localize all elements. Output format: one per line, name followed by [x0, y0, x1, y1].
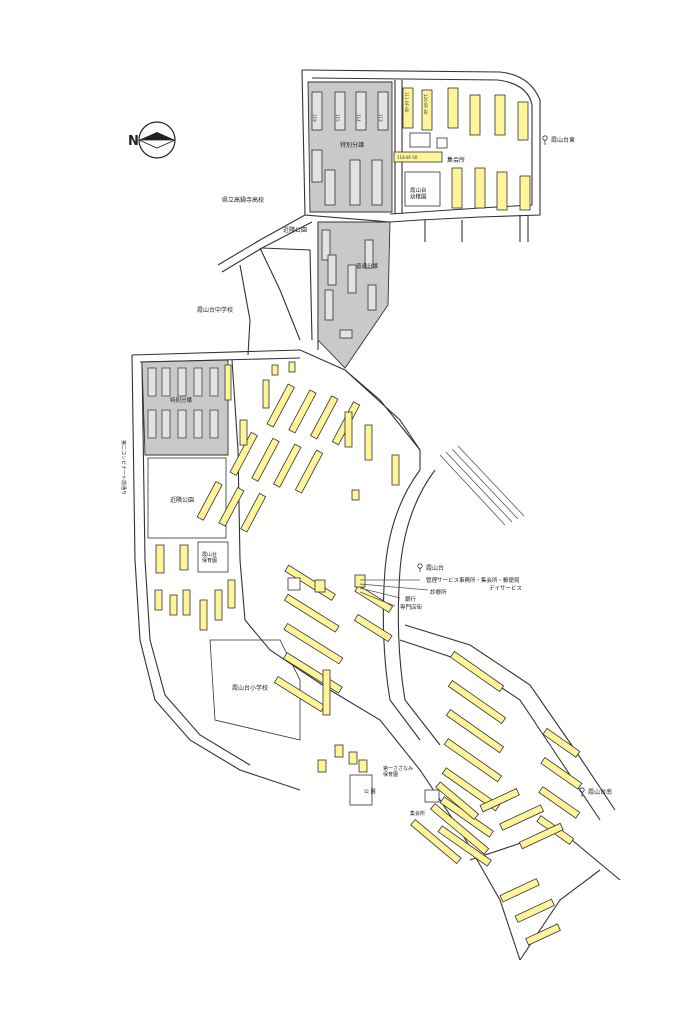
label-station: 霞山台	[426, 564, 444, 572]
label-kindergarten: 霞山台幼稚園	[410, 186, 427, 201]
label-elementary: 霞山台小学校	[232, 684, 268, 692]
compass-letter: N	[128, 134, 139, 149]
label-nursery-south: 第一さざなみ保育園	[383, 765, 413, 778]
bldg-label: 120-8F-40	[423, 94, 428, 115]
mid-north-roads: 近隣公園 霞山台中学校 普通分譲	[197, 214, 391, 369]
south-buildings: 集会所	[410, 650, 583, 946]
label-clinic: 診療所	[430, 588, 447, 596]
label-nursery-north: 霞山台保育園	[202, 551, 217, 564]
north-block: 特別分譲 集会所 霞山台幼稚園	[301, 69, 541, 242]
bldg-label: 114	[356, 114, 361, 122]
label-park-west: 近隣公園	[170, 496, 194, 504]
bldg-label: 113	[378, 114, 383, 122]
north-arrow-icon: N	[128, 121, 176, 159]
bldg-label: 115	[335, 114, 340, 122]
label-park-north: 近隣公園	[283, 226, 307, 234]
west-block: 特別分譲 第二コンビナート前通り 近隣公園 霞山台保育園 霞山台小学校	[120, 349, 421, 791]
place-kasumiyamadai-south: 霞山台南	[579, 787, 612, 797]
bldg-label: 118-8F-50	[397, 155, 418, 160]
label-tokubetsu-north: 特別分譲	[340, 141, 364, 149]
label-services: 管理サービス事務所・集会所・郵便局	[426, 576, 520, 584]
building-number-labels: 119 115 114 113 118-8F-50 111-8F-60 120-…	[312, 92, 428, 160]
label-high-school: 県立高鍋寺高校	[222, 196, 264, 204]
place-kasumiyamadai-east: 霞山台東	[542, 135, 575, 145]
label-kasumiyamadai-east: 霞山台東	[551, 136, 575, 144]
label-day-service: デイサービス	[489, 584, 522, 592]
label-shukaisho-south: 集会所	[410, 810, 425, 817]
label-shukaisho-north: 集会所	[447, 156, 465, 164]
label-bank: 銀行	[405, 595, 417, 603]
services-callouts: 霞山台 管理サービス事務所・集会所・郵便局 デイサービス 診療所 銀行 専門店街	[359, 563, 522, 611]
label-junior-high: 霞山台中学校	[197, 306, 233, 314]
bldg-label: 111-8F-60	[404, 92, 409, 113]
label-futsu-bunjo: 普通分譲	[356, 262, 379, 270]
label-kasumiyamadai-south: 霞山台南	[588, 788, 612, 796]
central-buildings: 公 園 第一さざなみ保育園	[154, 361, 413, 806]
label-shopping: 専門店街	[400, 603, 423, 611]
bldg-label: 119	[312, 114, 317, 122]
label-west-road: 第二コンビナート前通り	[120, 440, 127, 495]
label-park-south: 公 園	[364, 789, 376, 795]
label-tokubetsu-west: 特別分譲	[170, 396, 193, 404]
